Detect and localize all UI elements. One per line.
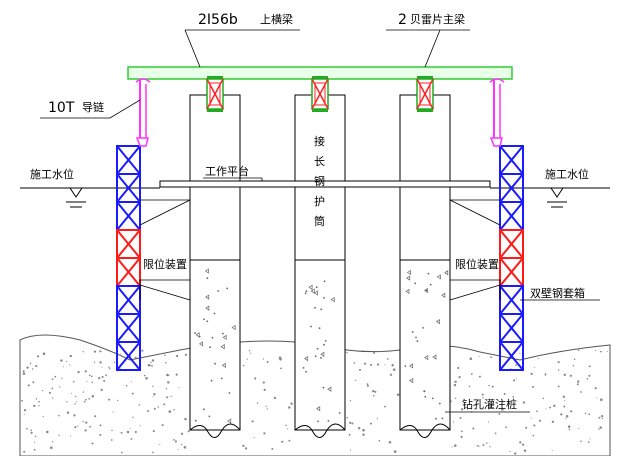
pile-right-concrete: [399, 259, 451, 431]
casing-char: 接: [314, 135, 325, 148]
chain-left-hook-icon: [135, 78, 151, 83]
upper-beam-leader: [184, 29, 201, 68]
work-platform-deck: [159, 180, 491, 188]
right-truss-panel: [499, 341, 524, 371]
main-beam-hangers: [206, 76, 434, 112]
label-main-beam: 2 贝雷片主梁: [386, 12, 470, 68]
casing-char: 筒: [314, 214, 325, 228]
chain-left: [135, 78, 151, 147]
chain-code: 10T: [48, 100, 75, 116]
limit-device-right-label: 限位装置: [455, 257, 499, 271]
main-beam-leader: [424, 29, 441, 68]
casing-char: 钢: [314, 175, 325, 188]
pile-left-break: [189, 423, 241, 438]
pile-middle: [294, 94, 346, 438]
chain-right-hook-icon: [489, 78, 505, 83]
work-platform-label: 工作平台: [205, 164, 249, 178]
hanger-1: [206, 76, 224, 112]
chain-text: 导链: [82, 100, 104, 114]
pile-left-concrete: [189, 259, 241, 431]
steel-box-truss-left: [116, 145, 141, 371]
right-truss-panel: [499, 145, 524, 175]
left-truss-panel: [116, 201, 141, 231]
label-work-platform: 工作平台: [203, 164, 263, 181]
pile-right: [399, 94, 451, 438]
work-platform: [159, 180, 491, 188]
pile-right-break: [399, 423, 451, 438]
right-truss-panel: [499, 257, 524, 287]
right-truss-panel: [499, 201, 524, 231]
pile-right-casing: [399, 94, 451, 261]
label-bored-pile: 钻孔灌注桩: [445, 397, 530, 413]
bored-pile-label: 钻孔灌注桩: [462, 397, 517, 411]
hanger-3: [416, 76, 434, 112]
pile-middle-concrete: [294, 259, 346, 431]
left-truss-panel: [116, 257, 141, 287]
label-double-wall: 双壁钢套箱: [520, 286, 600, 301]
water-level-left: 施工水位: [20, 167, 160, 208]
upper-beam-code: 2I56b: [198, 12, 238, 28]
water-symbol-right-icon: [550, 187, 564, 198]
water-level-right: 施工水位: [490, 167, 610, 208]
casing-char: 护: [314, 194, 325, 208]
right-truss-panel: [499, 285, 524, 315]
right-truss-panel: [499, 229, 524, 259]
chain-right: [489, 78, 505, 147]
chain-leader: [40, 99, 141, 119]
upper-beam-text: 上横梁: [260, 12, 293, 26]
water-symbol-left-icon: [69, 187, 83, 198]
pile-left: [189, 94, 241, 438]
pile-concrete-dots: [194, 268, 449, 424]
casing-char: 长: [314, 155, 325, 168]
right-truss-panel: [499, 313, 524, 343]
water-level-left-label: 施工水位: [30, 167, 74, 181]
soil-dots: [21, 349, 608, 455]
water-level-right-label: 施工水位: [545, 167, 589, 181]
left-truss-panel: [116, 313, 141, 343]
hanger-2: [311, 76, 329, 112]
label-upper-beam: 2I56b 上横梁: [184, 12, 300, 68]
label-limit-right: 限位装置: [449, 257, 501, 301]
limit-device-left-label: 限位装置: [143, 257, 187, 271]
label-chain: 10T 导链: [40, 99, 141, 119]
left-truss-panel: [116, 145, 141, 175]
left-truss-panel: [116, 229, 141, 259]
main-beam-code: 2: [398, 12, 407, 28]
label-limit-left: 限位装置: [139, 257, 191, 301]
left-truss-panel: [116, 341, 141, 371]
double-wall-box-label: 双壁钢套箱: [530, 286, 585, 300]
pile-left-casing: [189, 94, 241, 261]
left-truss-panel: [116, 285, 141, 315]
pile-middle-break: [294, 423, 346, 438]
steel-box-truss-right: [499, 145, 524, 371]
main-beam-text: 贝雷片主梁: [410, 12, 465, 26]
